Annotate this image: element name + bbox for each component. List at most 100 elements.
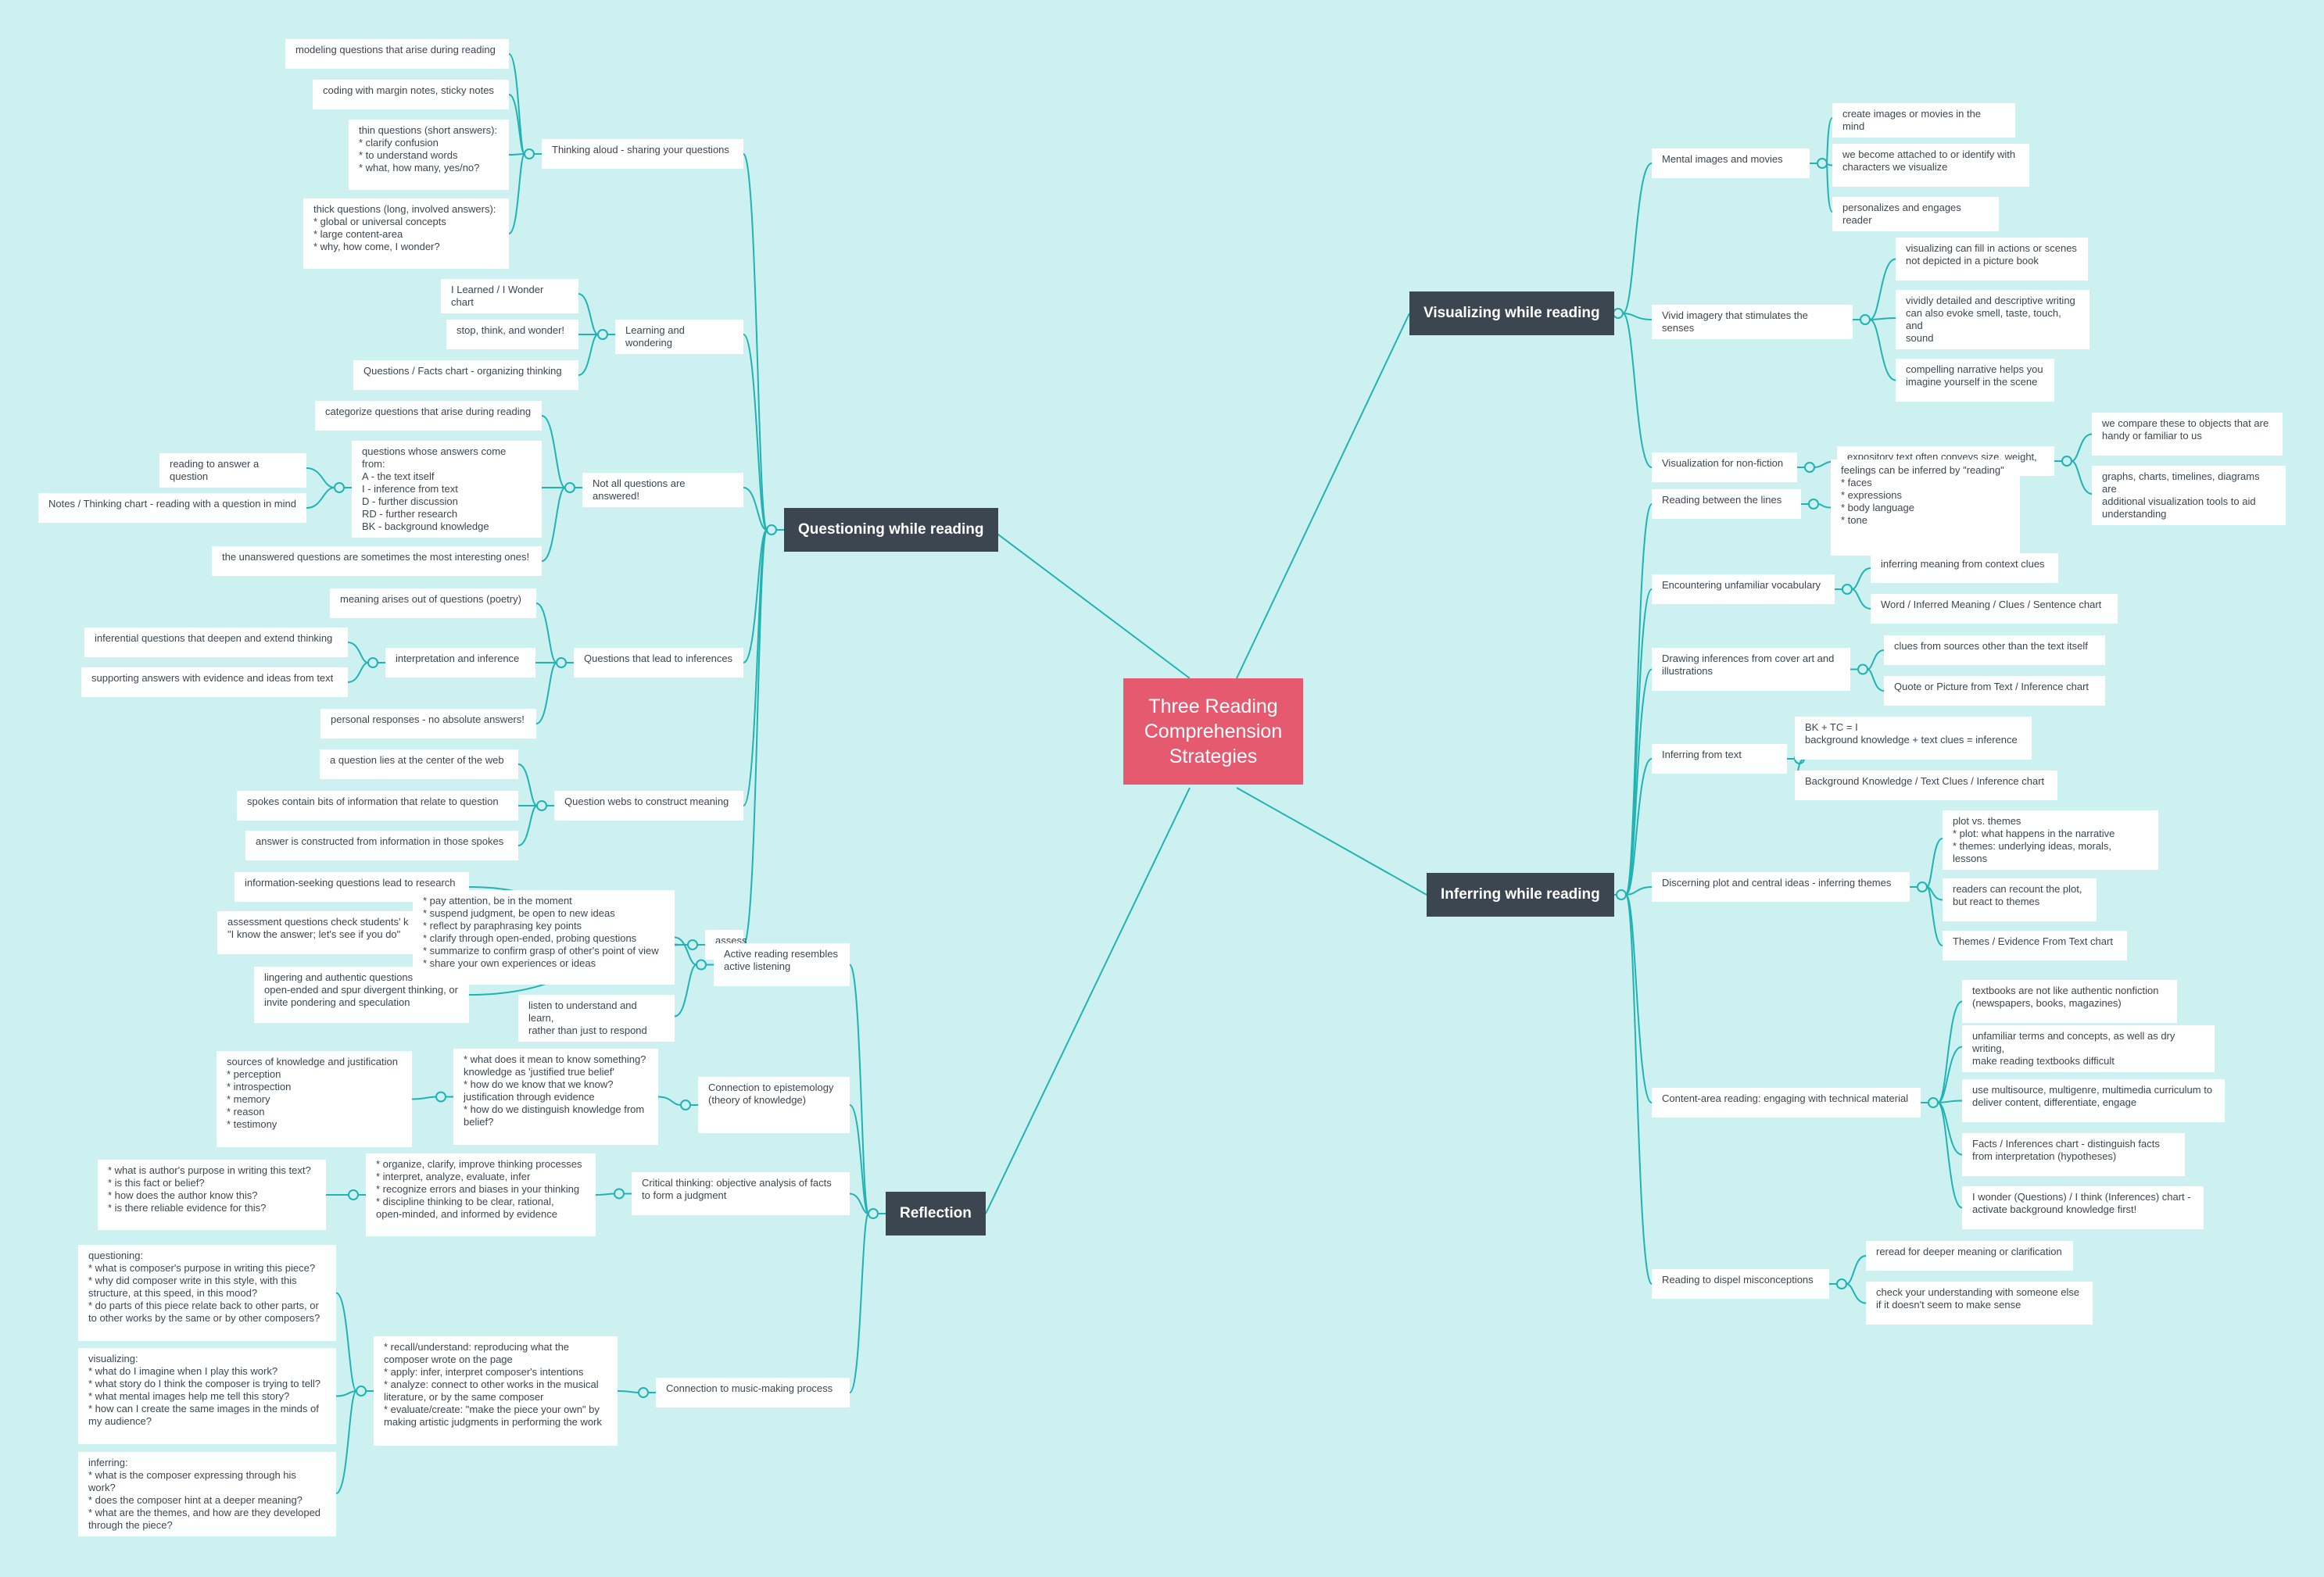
collapse-toggle[interactable] xyxy=(766,524,777,535)
topic-feelings-can-be-inferred-by-reading-face[interactable]: feelings can be inferred by "reading" * … xyxy=(1831,460,2020,556)
topic-create-images-or-movies-in-the-mind[interactable]: create images or movies in the mind xyxy=(1832,103,2015,138)
main-topic-questioning-while-reading[interactable]: Questioning while reading xyxy=(784,508,998,552)
topic-background-knowledge-text-clues-inferenc[interactable]: Background Knowledge / Text Clues / Infe… xyxy=(1795,771,2057,800)
topic-a-question-lies-at-the-center-of-the-web[interactable]: a question lies at the center of the web xyxy=(320,749,518,779)
central-topic[interactable]: Three Reading Comprehension Strategies xyxy=(1123,678,1303,785)
topic-reading-to-dispel-misconceptions[interactable]: Reading to dispel misconceptions xyxy=(1652,1269,1829,1299)
collapse-toggle[interactable] xyxy=(1857,663,1868,675)
main-topic-inferring-while-reading[interactable]: Inferring while reading xyxy=(1427,873,1614,917)
topic-what-does-it-mean-to-know-something-know[interactable]: * what does it mean to know something? k… xyxy=(453,1049,658,1145)
topic-connection-to-epistemology-theory-of-kno[interactable]: Connection to epistemology (theory of kn… xyxy=(698,1077,850,1133)
topic-visualization-for-non-fiction[interactable]: Visualization for non-fiction xyxy=(1652,452,1797,482)
topic-sources-of-knowledge-and-justification-p[interactable]: sources of knowledge and justification *… xyxy=(217,1051,412,1147)
topic-we-compare-these-to-objects-that-are-han[interactable]: we compare these to objects that are han… xyxy=(2092,413,2283,456)
topic-reread-for-deeper-meaning-or-clarificati[interactable]: reread for deeper meaning or clarificati… xyxy=(1866,1241,2073,1271)
topic-themes-evidence-from-text-chart[interactable]: Themes / Evidence From Text chart xyxy=(1943,931,2127,960)
topic-modeling-questions-that-arise-during-rea[interactable]: modeling questions that arise during rea… xyxy=(285,39,509,69)
collapse-toggle[interactable] xyxy=(356,1386,367,1396)
topic-recall-understand-reproducing-what-the-c[interactable]: * recall/understand: reproducing what th… xyxy=(374,1336,618,1446)
topic-questions-that-lead-to-inferences[interactable]: Questions that lead to inferences xyxy=(574,648,743,678)
collapse-toggle[interactable] xyxy=(524,148,535,159)
collapse-toggle[interactable] xyxy=(1860,314,1871,325)
topic-listen-to-understand-and-learn-rather-th[interactable]: listen to understand and learn, rather t… xyxy=(518,995,675,1042)
topic-check-your-understanding-with-someone-el[interactable]: check your understanding with someone el… xyxy=(1866,1282,2093,1325)
topic-stop-think-and-wonder[interactable]: stop, think, and wonder! xyxy=(446,320,578,349)
collapse-toggle[interactable] xyxy=(696,959,707,971)
topic-facts-inferences-chart-distinguish-facts[interactable]: Facts / Inferences chart - distinguish f… xyxy=(1962,1133,2185,1176)
topic-coding-with-margin-notes-sticky-notes[interactable]: coding with margin notes, sticky notes xyxy=(313,80,509,109)
collapse-toggle[interactable] xyxy=(1804,462,1815,473)
topic-vividly-detailed-and-descriptive-writing[interactable]: vividly detailed and descriptive writing… xyxy=(1896,290,2089,349)
topic-learning-and-wondering[interactable]: Learning and wondering xyxy=(615,320,743,354)
topic-encountering-unfamiliar-vocabulary[interactable]: Encountering unfamiliar vocabulary xyxy=(1652,574,1835,604)
topic-bk-tc-i-background-knowledge-text-clues-[interactable]: BK + TC = I background knowledge + text … xyxy=(1795,717,2032,760)
topic-word-inferred-meaning-clues-sentence-cha[interactable]: Word / Inferred Meaning / Clues / Senten… xyxy=(1871,594,2118,624)
topic-use-multisource-multigenre-multimedia-cu[interactable]: use multisource, multigenre, multimedia … xyxy=(1962,1079,2225,1122)
topic-inferring-from-text[interactable]: Inferring from text xyxy=(1652,744,1787,774)
topic-interpretation-and-inference[interactable]: interpretation and inference xyxy=(385,648,535,678)
collapse-toggle[interactable] xyxy=(2061,456,2072,467)
topic-organize-clarify-improve-thinking-proces[interactable]: * organize, clarify, improve thinking pr… xyxy=(366,1153,596,1236)
topic-spokes-contain-bits-of-information-that-[interactable]: spokes contain bits of information that … xyxy=(237,791,518,821)
collapse-toggle[interactable] xyxy=(1917,881,1928,892)
topic-inferring-what-is-the-composer-expressin[interactable]: inferring: * what is the composer expres… xyxy=(78,1452,336,1536)
topic-mental-images-and-movies[interactable]: Mental images and movies xyxy=(1652,148,1810,178)
topic-discerning-plot-and-central-ideas-inferr[interactable]: Discerning plot and central ideas - infe… xyxy=(1652,872,1910,902)
topic-notes-thinking-chart-reading-with-a-ques[interactable]: Notes / Thinking chart - reading with a … xyxy=(38,493,306,523)
collapse-toggle[interactable] xyxy=(1613,308,1624,319)
main-topic-reflection[interactable]: Reflection xyxy=(886,1192,986,1235)
collapse-toggle[interactable] xyxy=(348,1189,359,1200)
topic-connection-to-music-making-process[interactable]: Connection to music-making process xyxy=(656,1378,850,1407)
topic-visualizing-can-fill-in-actions-or-scene[interactable]: visualizing can fill in actions or scene… xyxy=(1896,238,2088,281)
topic-the-unanswered-questions-are-sometimes-t[interactable]: the unanswered questions are sometimes t… xyxy=(212,546,542,576)
collapse-toggle[interactable] xyxy=(1808,499,1819,510)
topic-thinking-aloud-sharing-your-questions[interactable]: Thinking aloud - sharing your questions xyxy=(542,139,743,169)
topic-questions-facts-chart-organizing-thinkin[interactable]: Questions / Facts chart - organizing thi… xyxy=(353,360,578,390)
collapse-toggle[interactable] xyxy=(1928,1097,1939,1108)
topic-answer-is-constructed-from-information-i[interactable]: answer is constructed from information i… xyxy=(245,831,518,860)
collapse-toggle[interactable] xyxy=(1836,1278,1847,1289)
collapse-toggle[interactable] xyxy=(435,1091,446,1103)
collapse-toggle[interactable] xyxy=(597,329,608,340)
topic-what-is-author-s-purpose-in-writing-this[interactable]: * what is author's purpose in writing th… xyxy=(98,1160,326,1230)
topic-readers-can-recount-the-plot-but-react-t[interactable]: readers can recount the plot, but react … xyxy=(1943,878,2097,921)
collapse-toggle[interactable] xyxy=(536,800,547,811)
topic-not-all-questions-are-answered[interactable]: Not all questions are answered! xyxy=(582,473,743,507)
collapse-toggle[interactable] xyxy=(687,939,698,950)
topic-thin-questions-short-answers-clarify-con[interactable]: thin questions (short answers): * clarif… xyxy=(349,120,509,190)
topic-inferential-questions-that-deepen-and-ex[interactable]: inferential questions that deepen and ex… xyxy=(84,628,348,657)
topic-i-wonder-questions-i-think-inferences-ch[interactable]: I wonder (Questions) / I think (Inferenc… xyxy=(1962,1186,2204,1229)
topic-textbooks-are-not-like-authentic-nonfict[interactable]: textbooks are not like authentic nonfict… xyxy=(1962,980,2177,1023)
collapse-toggle[interactable] xyxy=(556,657,567,668)
topic-we-become-attached-to-or-identify-with-c[interactable]: we become attached to or identify with c… xyxy=(1832,144,2029,187)
topic-critical-thinking-objective-analysis-of-[interactable]: Critical thinking: objective analysis of… xyxy=(632,1172,850,1215)
topic-active-reading-resembles-active-listenin[interactable]: Active reading resembles active listenin… xyxy=(714,943,850,986)
topic-drawing-inferences-from-cover-art-and-il[interactable]: Drawing inferences from cover art and il… xyxy=(1652,648,1850,691)
topic-personal-responses-no-absolute-answers[interactable]: personal responses - no absolute answers… xyxy=(320,709,536,738)
collapse-toggle[interactable] xyxy=(1616,889,1627,900)
topic-vivid-imagery-that-stimulates-the-senses[interactable]: Vivid imagery that stimulates the senses xyxy=(1652,305,1853,339)
topic-personalizes-and-engages-reader[interactable]: personalizes and engages reader xyxy=(1832,197,1999,231)
topic-unfamiliar-terms-and-concepts-as-well-as[interactable]: unfamiliar terms and concepts, as well a… xyxy=(1962,1025,2215,1072)
topic-content-area-reading-engaging-with-techn[interactable]: Content-area reading: engaging with tech… xyxy=(1652,1088,1921,1117)
topic-plot-vs-themes-plot-what-happens-in-the-[interactable]: plot vs. themes * plot: what happens in … xyxy=(1943,810,2158,870)
topic-questioning-what-is-composer-s-purpose-i[interactable]: questioning: * what is composer's purpos… xyxy=(78,1245,336,1341)
topic-i-learned-i-wonder-chart[interactable]: I Learned / I Wonder chart xyxy=(441,279,578,313)
collapse-toggle[interactable] xyxy=(614,1188,625,1200)
topic-questions-whose-answers-come-from-a-the-[interactable]: questions whose answers come from: A - t… xyxy=(352,441,542,538)
topic-question-webs-to-construct-meaning[interactable]: Question webs to construct meaning xyxy=(554,791,743,821)
collapse-toggle[interactable] xyxy=(638,1387,649,1398)
collapse-toggle[interactable] xyxy=(367,657,378,668)
topic-graphs-charts-timelines-diagrams-are-add[interactable]: graphs, charts, timelines, diagrams are … xyxy=(2092,466,2286,525)
topic-information-seeking-questions-lead-to-re[interactable]: information-seeking questions lead to re… xyxy=(235,872,469,902)
topic-reading-between-the-lines[interactable]: Reading between the lines xyxy=(1652,489,1801,519)
topic-categorize-questions-that-arise-during-r[interactable]: categorize questions that arise during r… xyxy=(315,401,542,431)
topic-pay-attention-be-in-the-moment-suspend-j[interactable]: * pay attention, be in the moment * susp… xyxy=(413,890,675,985)
topic-supporting-answers-with-evidence-and-ide[interactable]: supporting answers with evidence and ide… xyxy=(81,667,348,697)
collapse-toggle[interactable] xyxy=(334,482,345,493)
main-topic-visualizing-while-reading[interactable]: Visualizing while reading xyxy=(1409,291,1614,335)
collapse-toggle[interactable] xyxy=(868,1208,879,1219)
collapse-toggle[interactable] xyxy=(564,482,575,493)
collapse-toggle[interactable] xyxy=(680,1100,691,1110)
topic-inferring-meaning-from-context-clues[interactable]: inferring meaning from context clues xyxy=(1871,553,2058,583)
